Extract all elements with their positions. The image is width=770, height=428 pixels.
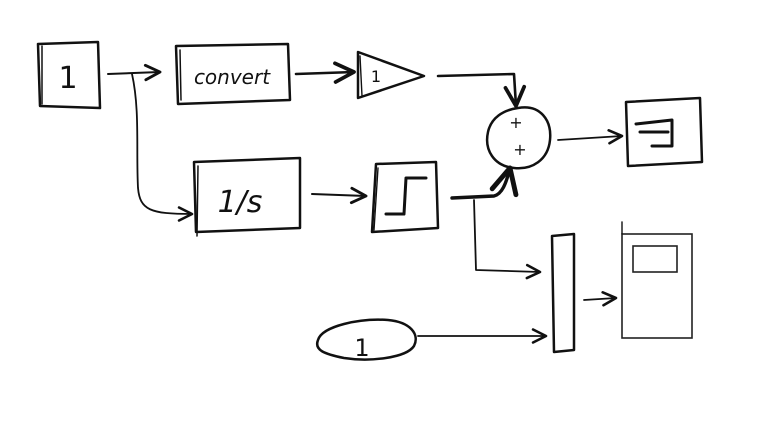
integrator-block[interactable]: 1/s: [192, 156, 302, 237]
scope-block[interactable]: [621, 221, 693, 339]
constant-a-label: 1: [58, 61, 77, 96]
wire-gain-to-sum: [436, 72, 527, 108]
sum-sign-top: +: [509, 113, 522, 132]
wire-constant-to-convert: [107, 63, 162, 82]
saturation-block[interactable]: [370, 160, 440, 234]
output-port-block[interactable]: [624, 96, 704, 168]
scope-screen-icon: [632, 245, 678, 273]
sum-sign-bottom: +: [513, 140, 526, 159]
constant-b-label: 1: [354, 334, 369, 362]
wire-integrator-to-saturation: [311, 186, 368, 205]
constant-block-a[interactable]: 1: [36, 40, 102, 110]
constant-block-b[interactable]: 1: [315, 318, 417, 362]
wire-convert-to-gain: [294, 61, 356, 84]
saturation-icon: [384, 176, 428, 216]
sum-block[interactable]: + +: [485, 106, 552, 170]
gain-label: 1: [371, 67, 381, 86]
wire-branch-to-mux: [473, 199, 542, 280]
convert-label: convert: [194, 65, 271, 89]
integrator-label: 1/s: [218, 185, 263, 220]
mux-block[interactable]: [550, 232, 576, 354]
output-port-icon: [634, 118, 674, 148]
gain-block[interactable]: 1: [356, 50, 426, 100]
wire-saturation-to-sum: [450, 165, 519, 200]
connections: [107, 61, 624, 344]
convert-block[interactable]: convert: [174, 42, 292, 106]
wire-mux-to-scope: [583, 291, 618, 307]
wire-sum-to-output: [557, 129, 624, 145]
wire-branch-to-integrator: [131, 73, 194, 222]
